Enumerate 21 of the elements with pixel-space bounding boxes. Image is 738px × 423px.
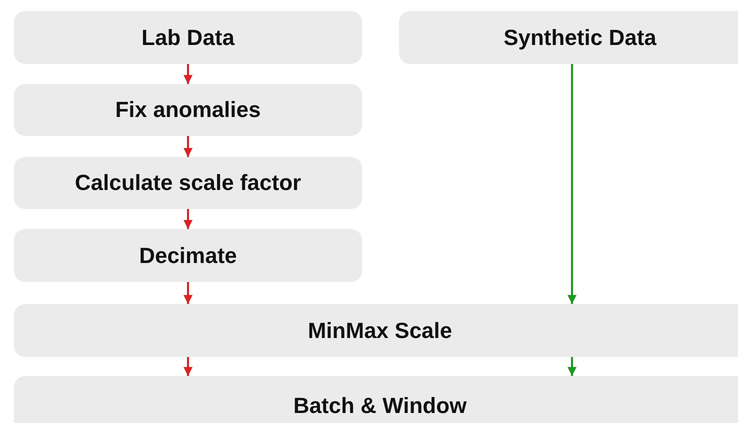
step-label: Synthetic Data <box>504 24 656 50</box>
arrow <box>184 282 192 304</box>
arrow <box>568 357 576 376</box>
process-box <box>14 376 738 423</box>
arrow <box>184 357 192 376</box>
step-label: Decimate <box>139 242 237 268</box>
arrow <box>568 64 576 304</box>
arrow <box>184 209 192 229</box>
arrow <box>184 64 192 84</box>
step-label: Calculate scale factor <box>74 170 302 196</box>
step-label: Fix anomalies <box>115 97 261 123</box>
step-label: Lab Data <box>142 24 234 50</box>
step-label: Batch & Window <box>293 393 467 419</box>
process-box <box>14 229 362 282</box>
step-label: MinMax Scale <box>308 318 452 344</box>
process-box <box>14 157 362 209</box>
process-box <box>14 84 362 136</box>
process-box <box>14 11 362 64</box>
process-box <box>14 304 738 357</box>
process-box <box>399 11 738 64</box>
arrow <box>184 136 192 157</box>
